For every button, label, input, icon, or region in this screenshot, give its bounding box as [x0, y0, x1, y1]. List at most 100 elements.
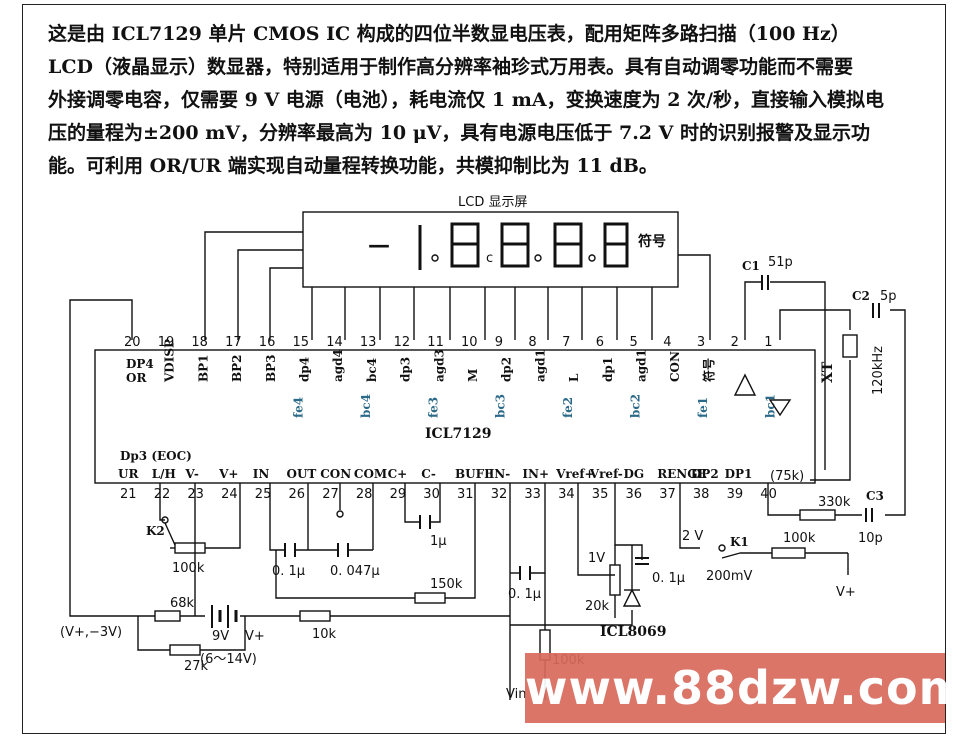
- c3-label: C3: [866, 489, 884, 503]
- c0047-label: 0. 047μ: [330, 564, 380, 579]
- top-pin-signal: VDISP: [163, 339, 177, 383]
- bottom-pin-row: UR21L/H22V-23V+24IN25OUT26CON27COM28C+29…: [118, 467, 777, 502]
- lcd-dp-2: [534, 254, 542, 262]
- top-pin-signal: L: [567, 373, 581, 382]
- r75-label: (75k): [770, 469, 804, 484]
- bottom-pin-number: 30: [423, 487, 440, 502]
- top-pin-signal: 符号: [701, 358, 716, 382]
- resistor-68k: [154, 610, 181, 622]
- diagram-frame: [22, 4, 946, 734]
- top-pin-number: 18: [191, 335, 208, 350]
- r150-label: 150k: [430, 577, 463, 592]
- top-pin-number: 9: [495, 335, 503, 350]
- top-pin-signal: M: [466, 369, 480, 382]
- c2-value: 5p: [880, 289, 897, 304]
- top-pin-number: 20: [124, 335, 141, 350]
- bottom-pin-signal: IN-: [489, 467, 511, 481]
- top-pin-signal: BP1: [196, 354, 210, 382]
- top-pin-number: 12: [394, 335, 411, 350]
- bottom-pin-number: 31: [457, 487, 474, 502]
- bottom-pin-signal: IN: [253, 467, 270, 481]
- top-pin-signal: CON: [668, 351, 682, 382]
- bottom-pin-number: 35: [592, 487, 609, 502]
- resistor-100k-k2: [174, 542, 206, 554]
- top-pin-signal: BP2: [230, 354, 244, 382]
- resistor-330k: [799, 509, 836, 521]
- bottom-pin-number: 28: [356, 487, 373, 502]
- r1v-label: 1V: [588, 551, 605, 566]
- bottom-pin-number: 34: [558, 487, 575, 502]
- bottom-pin-number: 29: [390, 487, 407, 502]
- lcd-digit-2: [450, 222, 480, 268]
- top-pin-number: 13: [360, 335, 377, 350]
- r68-label: 68k: [170, 596, 195, 611]
- inner-segment-label: fe2: [561, 397, 575, 418]
- top-pin-number: 16: [259, 335, 276, 350]
- bottom-pin-number: 32: [491, 487, 508, 502]
- icl8069-zener-icon: [622, 588, 642, 607]
- bottom-pin-signal: C+: [388, 467, 408, 481]
- top-pin-signal: dp2: [500, 357, 514, 382]
- r27-label: 27k: [184, 659, 209, 674]
- bottom-pin-signal: V-: [184, 467, 198, 481]
- top-pin-number: 19: [158, 335, 175, 350]
- bottom-pin-signal: C-: [421, 467, 436, 481]
- inner-segment-label: bc4: [359, 394, 373, 418]
- resistor-20k: [609, 564, 621, 596]
- k1-wires: [679, 483, 849, 575]
- lcd-chip-wires: [204, 231, 711, 340]
- resistor-150k: [414, 592, 446, 604]
- description-line-3: 外接调零电容，仅需要 9 V 电源（电池），耗电流仅 1 mA，变换速度为 2 …: [48, 89, 884, 111]
- description-text: 这是由 ICL7129 单片 CMOS IC 构成的四位半数显电压表，配用矩阵多…: [48, 18, 928, 183]
- bottom-pin-number: 25: [255, 487, 272, 502]
- watermark: www.88dzw.com: [525, 653, 960, 723]
- top-pin-number: 3: [697, 335, 705, 350]
- top-pin-number: 15: [293, 335, 310, 350]
- supply-range-label: (6～14V): [200, 652, 257, 667]
- watermark-text: www.88dzw.com: [525, 661, 960, 715]
- c1-value: 51p: [768, 255, 793, 270]
- lcd-symbol-label: 符号: [637, 233, 666, 250]
- top-pin-number: 2: [731, 335, 739, 350]
- c1-label: C1: [742, 259, 760, 273]
- bottom-pin-number: 26: [289, 487, 306, 502]
- lcd-sign: —: [368, 232, 390, 258]
- bottom-pin-signal: UR: [118, 467, 139, 481]
- resistor-10k: [299, 610, 331, 622]
- top-pin-signal: OR: [126, 371, 147, 385]
- vplus-batt-label: V+: [245, 629, 265, 644]
- vin-label: Vin: [506, 687, 526, 702]
- lcd-digit-4: [553, 222, 583, 268]
- top-pin-signal: DP4: [126, 357, 154, 371]
- inner-segment-label: fe3: [426, 397, 440, 418]
- k2-label: K2: [146, 524, 165, 538]
- inverter-1-icon: [733, 373, 757, 396]
- c01c-label: 0. 1μ: [652, 571, 685, 586]
- r100-k2-label: 100k: [172, 561, 205, 576]
- chip-name: ICL7129: [425, 426, 492, 442]
- inverter-2-icon: [768, 399, 792, 417]
- vm3-label: (V+,−3V): [60, 625, 122, 640]
- bottom-pin-signal: COM: [354, 467, 387, 481]
- bottom-pin-signal: CON: [320, 467, 351, 481]
- top-pin-signal: agd3: [432, 349, 446, 382]
- inner-segment-label: bc3: [494, 394, 508, 418]
- bottom-pin-signal: IN+: [522, 467, 549, 481]
- description-line-1: 这是由 ICL7129 单片 CMOS IC 构成的四位半数显电压表，配用矩阵多…: [48, 23, 850, 45]
- top-pin-signal: dp4: [298, 357, 312, 382]
- bottom-pin-number: 33: [524, 487, 541, 502]
- r100-k1-label: 100k: [783, 531, 816, 546]
- inner-segment-label: fe1: [696, 397, 710, 418]
- top-pin-number: 7: [562, 335, 570, 350]
- bottom-pin-signal: L/H: [152, 467, 176, 481]
- bottom-pin-signal: BUFF: [455, 467, 493, 481]
- r10-label: 10k: [312, 627, 337, 642]
- resistor-27k: [169, 644, 201, 656]
- top-pin-number: 4: [663, 335, 671, 350]
- bottom-pin-number: 22: [154, 487, 171, 502]
- bottom-pin-signal: DG: [624, 467, 645, 481]
- bottom-pin-number: 21: [120, 487, 137, 502]
- c01-label: 0. 1μ: [272, 564, 305, 579]
